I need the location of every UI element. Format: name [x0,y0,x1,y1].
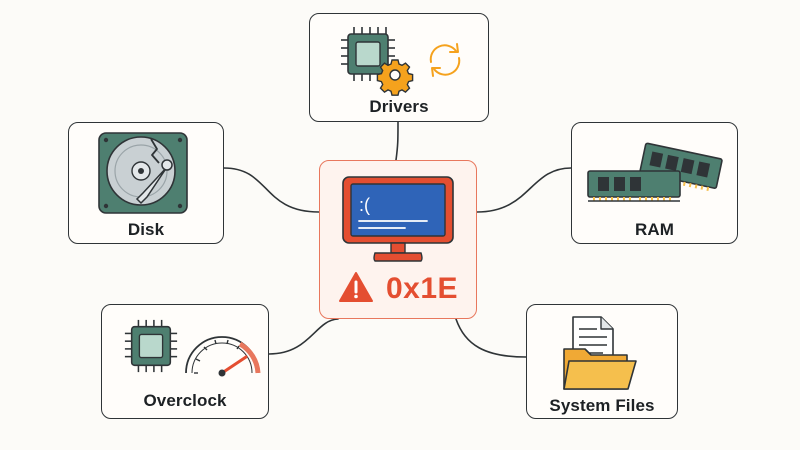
chip-icon [341,27,395,81]
drivers-node[interactable]: Drivers [309,13,489,122]
ram-label: RAM [634,220,674,239]
monitor-icon: :( [342,176,454,262]
connector-disk [223,167,320,213]
error-code-label: 0x1E [386,272,459,305]
overclock-node[interactable]: Overclock [101,304,269,419]
ram-stick-icon [587,142,723,202]
connector-drivers [395,121,399,161]
speedometer-icon [185,336,261,377]
sad-face-text: :( [359,195,370,215]
connector-system-files [455,318,527,358]
overclock-label: Overclock [143,391,227,410]
folder-icon [563,348,637,390]
connector-overclock [268,318,339,355]
disk-label: Disk [127,220,165,239]
hard-drive-icon [98,132,188,214]
drivers-label: Drivers [369,97,429,116]
system-files-label: System Files [549,396,655,415]
disk-node[interactable]: Disk [68,122,224,244]
connector-ram [476,167,572,213]
gear-icon [376,59,414,96]
error-center-node[interactable]: :( 0x1E [319,160,477,319]
refresh-icon [429,43,461,77]
system-files-node[interactable]: System Files [526,304,678,419]
warning-icon [339,272,373,302]
chip-icon [124,319,178,373]
ram-node[interactable]: RAM [571,122,738,244]
